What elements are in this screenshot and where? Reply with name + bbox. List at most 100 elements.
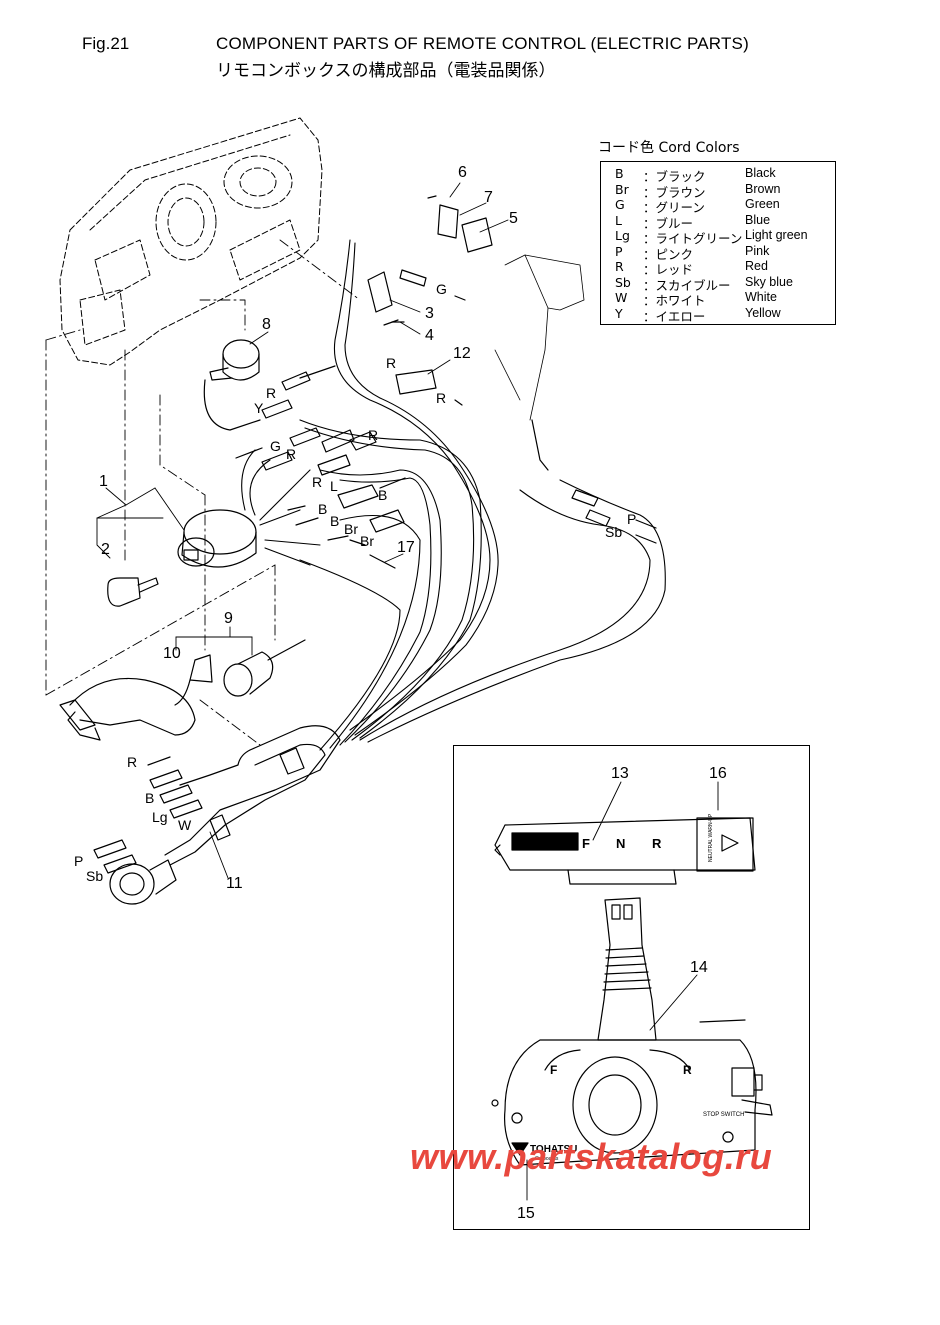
- page-title-japanese: リモコンボックスの構成部品（電装品関係）: [216, 61, 556, 81]
- wire-label: G: [270, 438, 281, 454]
- legend-en: Light green: [745, 228, 808, 242]
- legend-code: G: [615, 197, 625, 212]
- wire-label: R: [368, 427, 378, 443]
- legend-code: Lg: [615, 228, 630, 243]
- wire-label: R: [266, 385, 276, 401]
- main-switch: [177, 509, 257, 568]
- legend-code: L: [615, 212, 622, 228]
- callout-10: 10: [163, 645, 181, 662]
- wire-label: B: [145, 790, 154, 806]
- legend-en: Green: [745, 197, 780, 211]
- stop-switch-label: STOP SWITCH: [703, 1112, 744, 1118]
- callout-4: 4: [425, 327, 434, 344]
- wire-label: Sb: [86, 868, 103, 884]
- legend-code: Br: [615, 181, 629, 197]
- legend-jp: ：イエロー: [643, 308, 706, 324]
- legend-en: Pink: [745, 243, 770, 258]
- brand-subtext: Outboards: [535, 1156, 559, 1162]
- fuse-holder: [395, 369, 437, 395]
- cord-color-legend: B ：ブラック Black Br ：ブラウン Brown G ：グリーン Green L ：ブ…: [600, 161, 836, 325]
- legend-row: L ：ブルー Blue: [601, 212, 835, 231]
- wire-label: P: [627, 511, 636, 527]
- wire-label: R: [436, 390, 446, 406]
- indicator-plate: [494, 817, 756, 885]
- legend-code: P: [615, 243, 623, 259]
- wire-label: Br: [360, 533, 374, 549]
- legend-en: Brown: [745, 181, 781, 196]
- main-connector: [109, 859, 177, 905]
- legend-en: Sky blue: [745, 274, 793, 289]
- legend-jp: ：ホワイト: [643, 293, 706, 308]
- buzzer: [203, 339, 261, 431]
- legend-en: Blue: [745, 212, 771, 227]
- legend-jp: ：ブラック: [643, 169, 706, 184]
- wire-label: B: [330, 513, 339, 529]
- connector-housing: [367, 271, 405, 326]
- wire-label: R: [286, 446, 296, 462]
- wire-label: Sb: [605, 524, 622, 540]
- legend-jp: ：ブルー: [643, 215, 694, 231]
- legend-row: Br ：ブラウン Brown: [601, 181, 835, 200]
- wire-terminals: [93, 269, 657, 874]
- wire-label: Lg: [152, 809, 168, 825]
- figure-number: Fig.21: [82, 34, 130, 53]
- legend-code: R: [615, 259, 624, 274]
- indicator-n: N: [616, 836, 625, 851]
- brand-logo-text: TOHATSU: [530, 1144, 577, 1155]
- wire-label: R: [312, 474, 322, 490]
- legend-row: G ：グリーン Green: [601, 197, 835, 215]
- legend-row: B ：ブラック Black: [601, 166, 835, 184]
- legend-code: Y: [615, 305, 623, 321]
- callout-12: 12: [453, 345, 471, 362]
- lever-r: R: [683, 1063, 692, 1077]
- legend-en: Black: [745, 166, 776, 180]
- legend-en: White: [745, 290, 777, 304]
- watermark: www.partskatalog.ru: [410, 1136, 773, 1177]
- legend-row: Sb ：スカイブルー Sky blue: [601, 274, 835, 293]
- legend-code: B: [615, 166, 624, 181]
- inset-labels: F N R F R STOP SWITCH TOHATSU Outboards …: [530, 813, 744, 1162]
- wire-label: W: [178, 817, 192, 833]
- wire-label: G: [436, 281, 447, 297]
- harness-tube: [164, 725, 341, 866]
- remote-box: [491, 1019, 773, 1166]
- legend-heading: コード色 Cord Colors: [598, 140, 740, 156]
- legend-jp: ：ピンク: [643, 246, 694, 262]
- lanyard: [59, 654, 213, 741]
- callout-8: 8: [262, 316, 271, 333]
- indicator-r: R: [652, 836, 662, 851]
- wire-label: R: [386, 355, 396, 371]
- wire-color-labels: G R R R Y G R R R L B B B Br Br P Sb R B…: [74, 281, 636, 884]
- callout-3: 3: [425, 305, 434, 322]
- legend-code: Sb: [615, 274, 631, 290]
- ignition-key: [107, 577, 159, 607]
- stop-switch: [223, 639, 306, 697]
- callout-13: 13: [611, 765, 629, 782]
- legend-jp: ：ライトグリーン: [643, 231, 743, 246]
- legend-en: Red: [745, 259, 768, 273]
- callout-5: 5: [509, 210, 518, 227]
- callout-7: 7: [484, 189, 493, 206]
- callout-14: 14: [690, 959, 708, 976]
- control-lever: [597, 897, 657, 1041]
- legend-jp: ：グリーン: [643, 200, 705, 215]
- legend-code: W: [615, 290, 628, 305]
- legend-row: P ：ピンク Pink: [601, 243, 835, 262]
- callout-11: 11: [226, 875, 243, 892]
- wire-label: R: [127, 754, 137, 770]
- wire-label: L: [330, 478, 338, 494]
- legend-jp: ：ブラウン: [643, 184, 706, 200]
- lever-ghost: [494, 254, 585, 421]
- legend-row: W ：ホワイト White: [601, 290, 835, 308]
- wire-label: B: [378, 487, 387, 503]
- inset-frame: [453, 745, 810, 1230]
- indicator-f: F: [582, 836, 590, 851]
- callout-2: 2: [101, 541, 110, 558]
- lever-f: F: [550, 1063, 557, 1077]
- callout-6: 6: [458, 164, 467, 181]
- legend-jp: ：スカイブルー: [643, 277, 731, 293]
